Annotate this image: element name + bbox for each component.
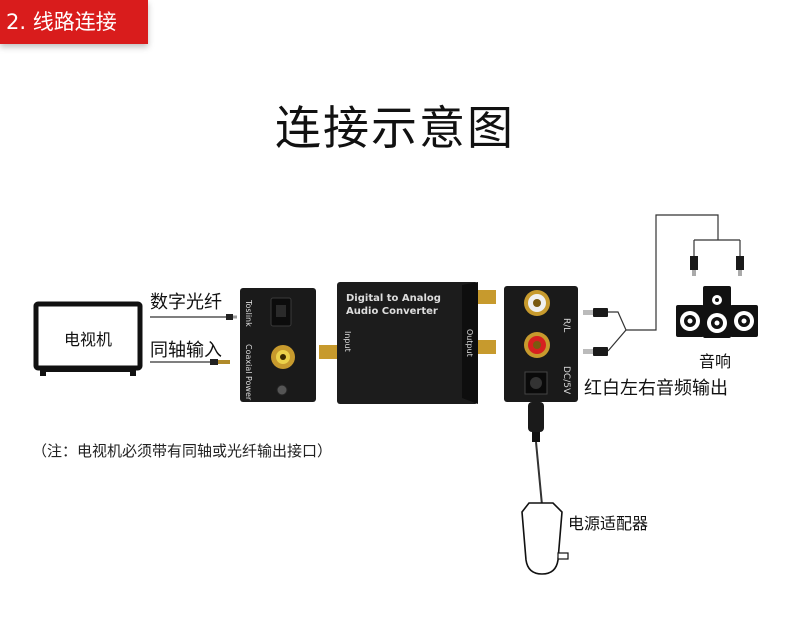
port-label-power: Power: [244, 376, 253, 401]
rca-cables: [583, 214, 744, 356]
converter-input-panel: [240, 288, 316, 402]
coaxial-input-label: 同轴输入: [150, 340, 222, 361]
tv-label: 电视机: [63, 330, 112, 349]
page-title: 连接示意图: [275, 101, 515, 155]
coaxial-cable: [150, 359, 230, 365]
converter-output-label: Output: [465, 329, 474, 357]
dc-label: DC/5V: [561, 366, 571, 395]
section-badge: 2. 线路连接: [0, 0, 148, 44]
rl-label: R/L: [561, 318, 571, 333]
optical-cable: [150, 314, 237, 320]
power-adapter-label: 电源适配器: [568, 514, 649, 533]
power-adapter-icon: [521, 502, 569, 575]
optical-input-label: 数字光纤: [150, 292, 222, 313]
speakers-label: 音响: [699, 352, 732, 371]
converter-body: [319, 282, 496, 404]
speakers-icon: [676, 286, 758, 338]
converter-output-panel: [504, 286, 578, 402]
port-label-toslink: Toslink: [244, 300, 253, 327]
audio-output-label: 红白左右音频输出: [584, 378, 728, 399]
power-cable: [528, 402, 544, 506]
converter-name-line1: Digital to Analog: [346, 293, 441, 304]
port-label-coaxial: Coaxial: [244, 344, 253, 374]
note-text: （注：电视机必须带有同轴或光纤输出接口）: [32, 442, 333, 460]
tv-icon: [33, 301, 143, 376]
converter-input-label: Input: [343, 331, 352, 352]
converter-name-line2: Audio Converter: [346, 306, 438, 317]
